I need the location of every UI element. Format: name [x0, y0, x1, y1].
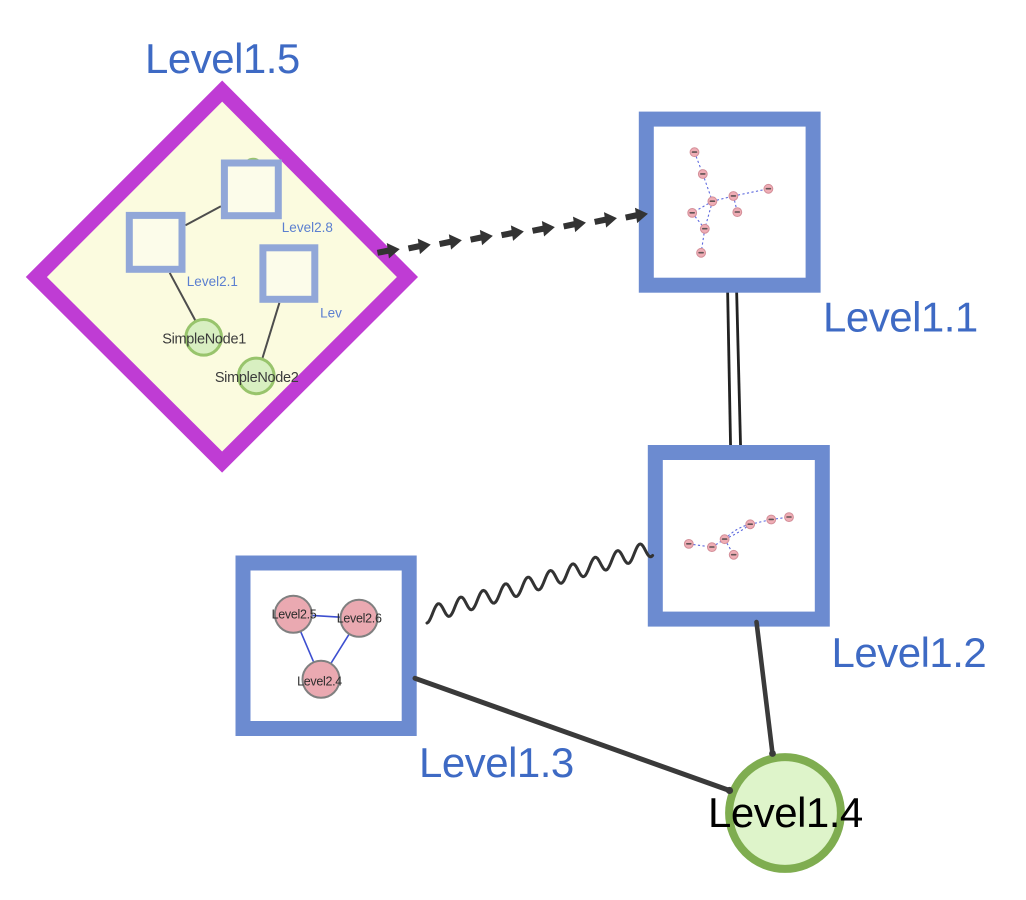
svg-text:Level2.4: Level2.4: [297, 675, 342, 689]
svg-text:Level2.5: Level2.5: [272, 607, 317, 621]
svg-text:Level1.2: Level1.2: [832, 629, 987, 676]
svg-text:Level2.1: Level2.1: [187, 274, 238, 289]
svg-text:Level1.4: Level1.4: [708, 789, 863, 836]
svg-text:Level1.3: Level1.3: [419, 739, 574, 786]
svg-text:Level2.6: Level2.6: [337, 611, 382, 625]
svg-text:SimpleNode1: SimpleNode1: [162, 332, 246, 348]
svg-text:Lev: Lev: [320, 305, 342, 320]
svg-text:SimpleNode2: SimpleNode2: [215, 370, 299, 386]
svg-text:Level2.8: Level2.8: [282, 220, 333, 235]
svg-text:Level1.1: Level1.1: [823, 294, 978, 341]
svg-text:Level1.5: Level1.5: [145, 35, 300, 82]
